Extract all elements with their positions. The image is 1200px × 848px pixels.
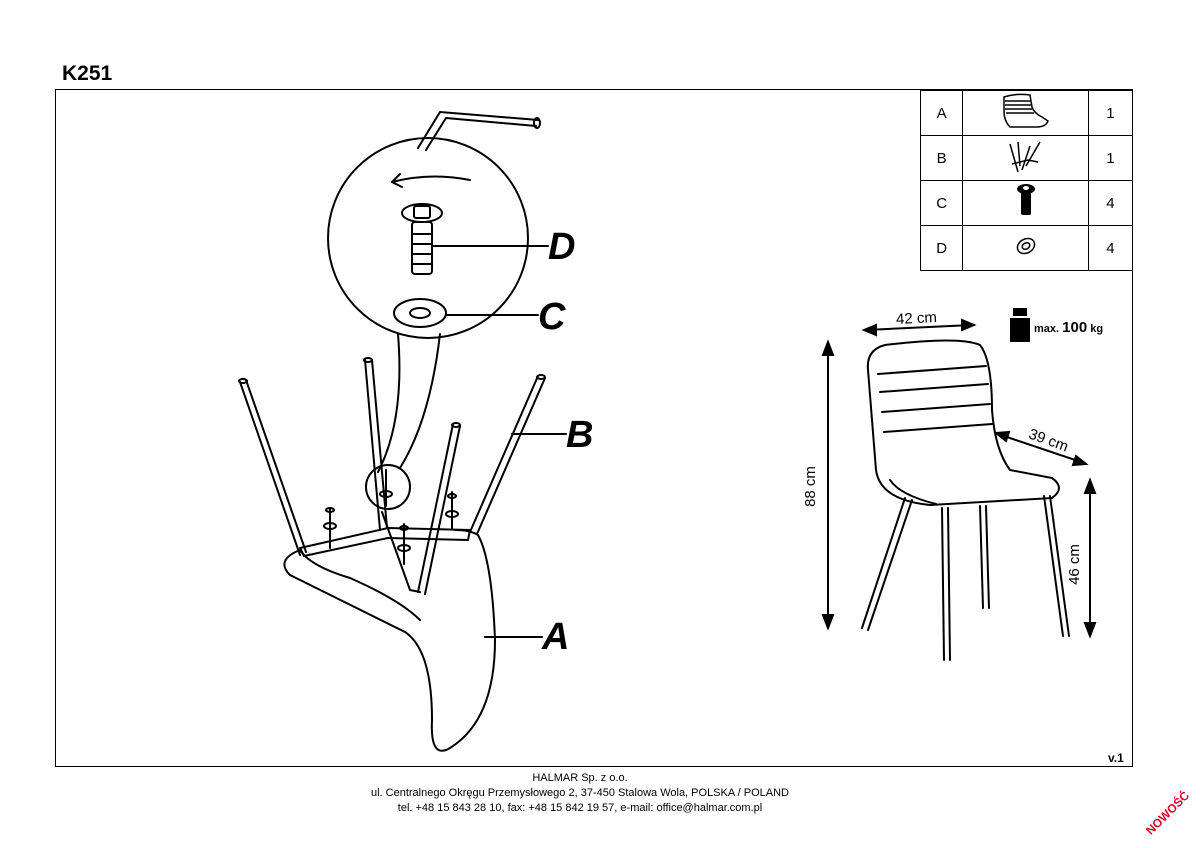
frame-bolt-icon bbox=[323, 507, 337, 549]
dimension-width: 42 cm bbox=[895, 308, 938, 329]
model-title: K251 bbox=[62, 62, 113, 85]
leg-left bbox=[239, 379, 307, 556]
seat-icon bbox=[1002, 93, 1049, 128]
table-row: D 4 bbox=[919, 225, 1134, 271]
dimension-seat-height: 46 cm bbox=[1065, 544, 1083, 585]
callout-a: A bbox=[542, 616, 570, 658]
chair-shell bbox=[866, 339, 1060, 506]
max-load-value: 100 bbox=[1062, 319, 1088, 336]
parts-table: A 1 B 1 C bbox=[919, 90, 1134, 271]
seat-outline bbox=[283, 529, 496, 752]
frame-rod bbox=[417, 111, 539, 151]
table-row: B 1 bbox=[919, 135, 1134, 181]
detail-washer-icon bbox=[393, 298, 447, 328]
drawing-frame bbox=[55, 89, 1133, 767]
footer-contact: tel. +48 15 843 28 10, fax: +48 15 842 1… bbox=[397, 802, 763, 814]
leg-right bbox=[469, 375, 546, 535]
table-row: A 1 bbox=[919, 90, 1134, 136]
chair-leg bbox=[861, 497, 913, 631]
max-load-prefix: max. bbox=[1034, 323, 1060, 335]
leg-center-left bbox=[364, 359, 388, 531]
dimension-height: 88 cm bbox=[801, 466, 819, 507]
bolt-icon bbox=[1016, 184, 1035, 215]
detail-bolt-icon bbox=[401, 203, 443, 275]
table-row: C 4 bbox=[919, 180, 1134, 226]
seat-frame bbox=[299, 527, 471, 557]
part-qty: 1 bbox=[1087, 135, 1134, 181]
rotation-arrow bbox=[391, 175, 471, 183]
version-label: v.1 bbox=[1108, 751, 1124, 765]
footer-company: HALMAR Sp. z o.o. bbox=[532, 772, 628, 784]
detail-target-circle bbox=[365, 464, 411, 510]
frame-bolt-icon bbox=[379, 469, 393, 507]
washer-icon bbox=[1016, 237, 1035, 255]
max-load-unit: kg bbox=[1090, 323, 1104, 335]
footer: HALMAR Sp. z o.o. ul. Centralnego Okręgu… bbox=[300, 771, 860, 816]
chair-leg bbox=[941, 507, 951, 661]
callout-d: D bbox=[548, 226, 576, 268]
chair-leg bbox=[1043, 495, 1070, 637]
part-label: C bbox=[919, 180, 964, 226]
footer-address: ul. Centralnego Okręgu Przemysłowego 2, … bbox=[370, 787, 789, 799]
part-qty: 4 bbox=[1087, 225, 1134, 271]
part-label: A bbox=[919, 90, 964, 136]
chair-leg bbox=[979, 505, 990, 609]
chair-side-view bbox=[861, 339, 1070, 661]
frame-bolt-icon bbox=[397, 523, 411, 565]
legs-frame-icon bbox=[1008, 141, 1041, 173]
dimension-lines bbox=[821, 318, 1097, 639]
part-qty: 1 bbox=[1087, 90, 1134, 136]
max-load: max. 100 kg bbox=[1034, 319, 1103, 336]
part-label: D bbox=[919, 225, 964, 271]
callout-c: C bbox=[538, 296, 566, 338]
part-qty: 4 bbox=[1087, 180, 1134, 226]
leg-center-right bbox=[417, 423, 461, 595]
weight-icon bbox=[1010, 308, 1030, 342]
detail-circle bbox=[327, 137, 529, 339]
frame-bolt-icon bbox=[445, 491, 459, 529]
callout-b: B bbox=[566, 414, 594, 456]
part-label: B bbox=[919, 135, 964, 181]
